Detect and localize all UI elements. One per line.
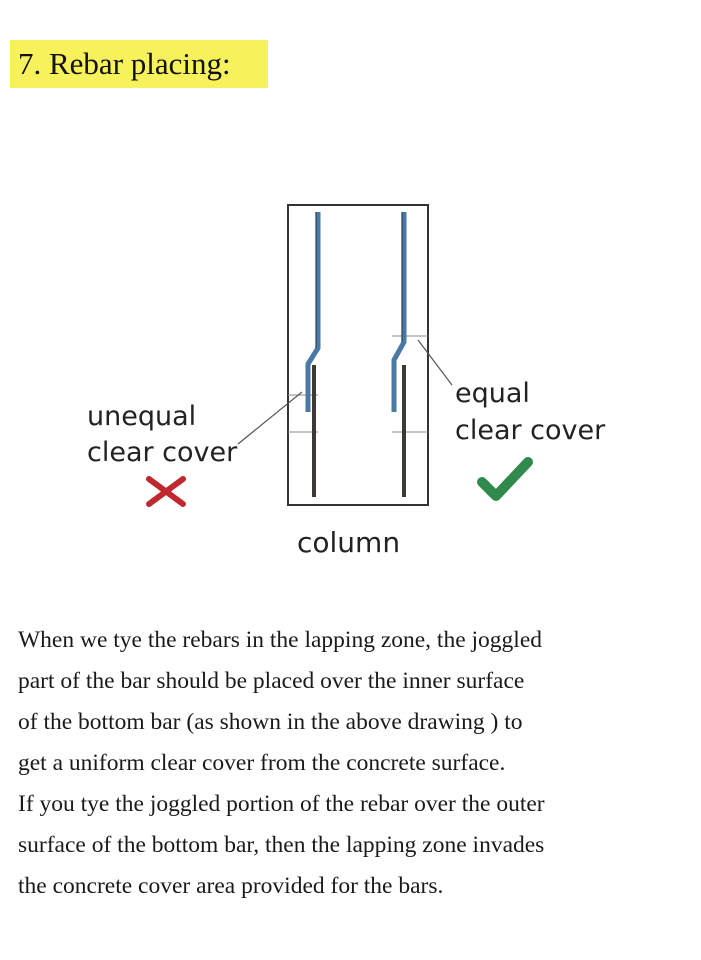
paragraph-line: of the bottom bar (as shown in the above… <box>18 709 523 735</box>
leader-line-equal <box>417 339 453 386</box>
leader-line-unequal <box>237 391 303 445</box>
left-bottom-bar <box>312 365 316 497</box>
column-outline <box>287 204 429 506</box>
right-top-bar <box>391 212 407 412</box>
label-unequal-line1: unequal <box>87 401 196 432</box>
right-bottom-bar <box>402 365 406 497</box>
label-unequal-line2: clear cover <box>87 437 238 468</box>
label-equal-line2: clear cover <box>455 415 606 446</box>
left-top-bar <box>305 212 321 412</box>
paragraph-line: surface of the bottom bar, then the lapp… <box>18 832 545 858</box>
rebar-lap-diagram: unequal clear cover equal clear cover co… <box>87 204 606 559</box>
label-equal-line1: equal <box>455 378 530 409</box>
section-heading: 7. Rebar placing: <box>10 40 268 88</box>
label-column: column <box>297 526 400 559</box>
explanation-paragraph: When we tye the rebars in the lapping zo… <box>18 620 690 907</box>
paragraph-line: part of the bar should be placed over th… <box>18 668 525 694</box>
paragraph-line: If you tye the joggled portion of the re… <box>18 791 545 817</box>
paragraph-line: When we tye the rebars in the lapping zo… <box>18 627 542 653</box>
paragraph-line: the concrete cover area provided for the… <box>18 873 444 899</box>
check-mark-icon <box>477 457 533 501</box>
paragraph-line: get a uniform clear cover from the concr… <box>18 750 506 776</box>
cross-mark-icon <box>146 476 186 507</box>
